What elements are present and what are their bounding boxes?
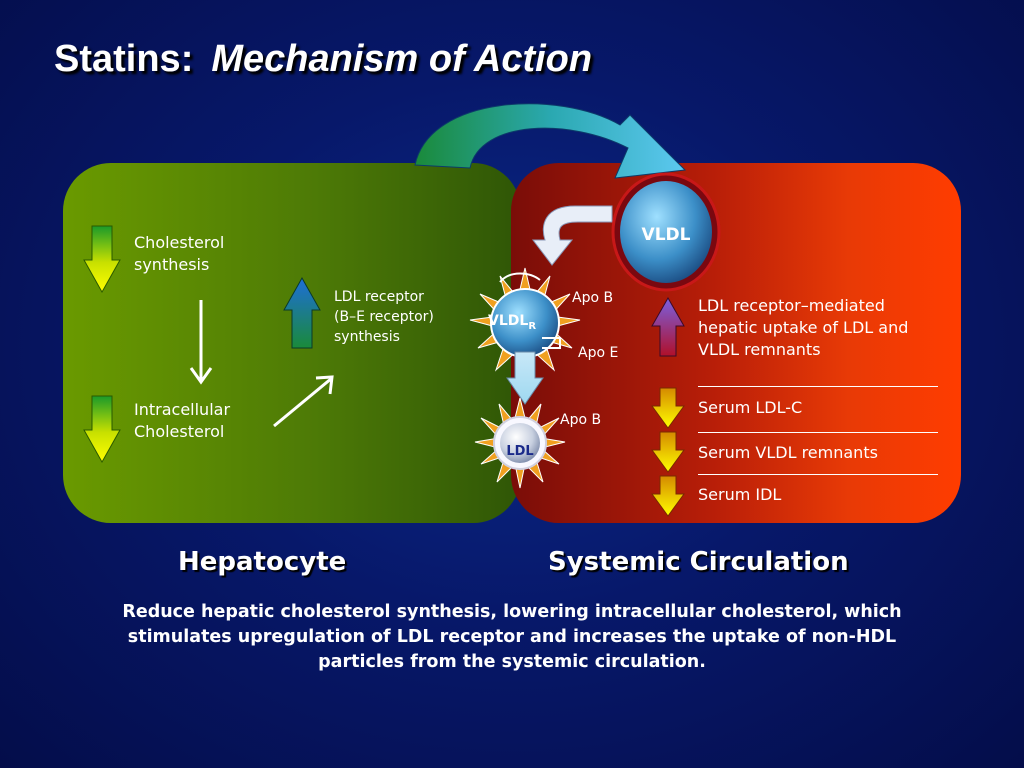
title-sub: Mechanism of Action: [211, 38, 593, 80]
divider-1: [698, 386, 938, 387]
vldl-to-ldl-arrow: [506, 351, 544, 405]
serum-vldl-down-arrow: [651, 431, 685, 473]
uptake-line-3: VLDL remnants: [698, 340, 821, 359]
cholesterol-synthesis-line-2: synthesis: [134, 255, 210, 274]
serum-idl-label: Serum IDL: [698, 485, 782, 504]
vldl-remnant-label: VLDLR: [488, 310, 536, 338]
ldl-receptor-line-3: synthesis: [334, 329, 400, 345]
serum-idl-down-arrow: [651, 475, 685, 517]
vldl-label: VLDL: [641, 225, 691, 245]
apo-b-label-1: Apo B: [572, 290, 614, 306]
flow-down-arrow: [189, 300, 213, 385]
caption: Reduce hepatic cholesterol synthesis, lo…: [40, 600, 984, 675]
divider-3: [698, 474, 938, 475]
ldl-receptor-synthesis-label: LDL receptor (B–E receptor) synthesis: [334, 287, 434, 347]
flow-diagonal-arrow: [273, 375, 334, 428]
hepatocyte-label: Hepatocyte: [178, 547, 347, 577]
intracellular-line-2: Cholesterol: [134, 422, 225, 441]
ldl-receptor-line-2: (B–E receptor): [334, 309, 434, 325]
ldl-receptor-up-arrow: [283, 276, 321, 349]
caption-line-1: Reduce hepatic cholesterol synthesis, lo…: [122, 602, 902, 622]
uptake-up-arrow: [651, 296, 685, 357]
vldl-remnant-subscript: R: [528, 320, 537, 332]
cholesterol-synthesis-label: Cholesterol synthesis: [134, 232, 224, 276]
caption-line-2: stimulates upregulation of LDL receptor …: [127, 627, 897, 647]
cholesterol-synthesis-line-1: Cholesterol: [134, 233, 225, 252]
apo-e-label: Apo E: [578, 345, 619, 361]
vldl-remnant-text: VLDL: [488, 313, 529, 329]
ldl-particle: [474, 397, 566, 489]
circulation-panel: [511, 163, 961, 523]
ldl-receptor-line-1: LDL receptor: [334, 289, 424, 305]
apo-b-label-2: Apo B: [560, 412, 602, 428]
serum-ldl-label: Serum LDL-C: [698, 398, 803, 417]
divider-2: [698, 432, 938, 433]
uptake-label: LDL receptor–mediated hepatic uptake of …: [698, 295, 908, 361]
slide-title: Statins: Mechanism of Action: [54, 38, 592, 81]
intracellular-cholesterol-label: Intracellular Cholesterol: [134, 399, 230, 443]
intracellular-down-arrow: [83, 395, 121, 464]
serum-vldl-label: Serum VLDL remnants: [698, 443, 878, 462]
title-main: Statins:: [54, 38, 194, 80]
serum-ldl-down-arrow: [651, 387, 685, 429]
vldl-particle: [611, 172, 721, 292]
caption-line-3: particles from the systemic circulation.: [318, 652, 706, 672]
cholesterol-synthesis-down-arrow: [83, 225, 121, 294]
intracellular-line-1: Intracellular: [134, 400, 231, 419]
uptake-line-2: hepatic uptake of LDL and: [698, 318, 909, 337]
ldl-label: LDL: [506, 444, 534, 459]
systemic-circulation-label: Systemic Circulation: [548, 547, 849, 577]
uptake-line-1: LDL receptor–mediated: [698, 296, 885, 315]
